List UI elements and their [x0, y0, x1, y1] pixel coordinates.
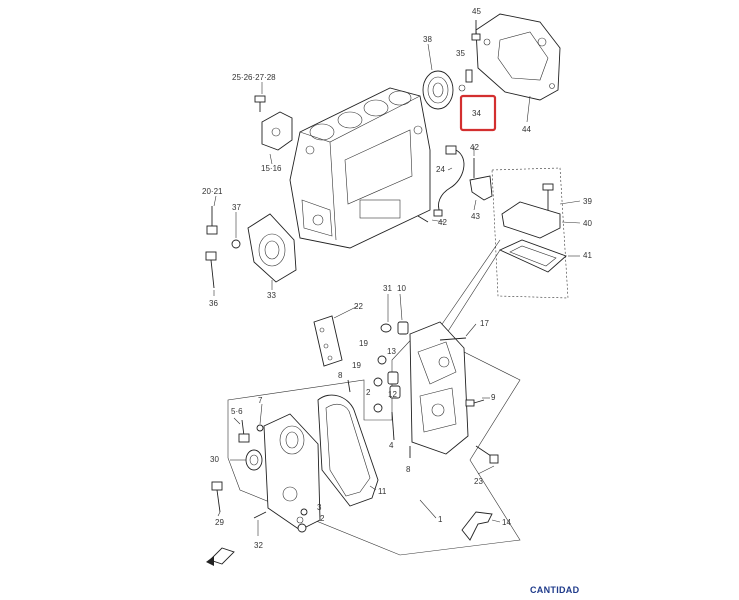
label-39: 39 [583, 197, 592, 206]
oring-2a [373, 403, 383, 413]
label-42a: 42 [470, 143, 479, 152]
label-44: 44 [522, 125, 531, 134]
bolt-23 [475, 445, 499, 464]
stud-17 [439, 337, 467, 341]
cantidad-link[interactable]: CANTIDAD [530, 585, 580, 595]
label-8b: 8 [406, 465, 411, 474]
label-9: 9 [491, 393, 496, 402]
label-2b: 2 [320, 514, 325, 523]
bracket-14 [461, 511, 493, 541]
gasket-41 [498, 239, 567, 273]
label-31: 31 [383, 284, 392, 293]
washer-3 [300, 508, 308, 516]
label-3: 3 [317, 503, 322, 512]
seal-plate-33 [247, 213, 297, 283]
rear-cover-plate [475, 13, 561, 101]
label-17: 17 [480, 319, 489, 328]
label-40: 40 [583, 219, 592, 228]
gasket-11 [317, 394, 379, 507]
label-41: 41 [583, 251, 592, 260]
pin-4 [391, 411, 395, 441]
engine-bracket [254, 95, 293, 151]
sensor-harness [417, 145, 493, 223]
stud-32 [253, 511, 267, 519]
label-34: 34 [472, 109, 481, 118]
bracket-40 [501, 183, 561, 239]
bolt-20-21 [206, 206, 218, 235]
label-37: 37 [232, 203, 241, 212]
label-29: 29 [215, 518, 224, 527]
gasket-22 [313, 315, 343, 367]
label-42b: 42 [438, 218, 447, 227]
pin-8a [347, 379, 351, 393]
label-11: 11 [378, 487, 387, 496]
bolt-9 [465, 399, 485, 407]
bushing-31 [380, 323, 392, 333]
label-19a: 19 [359, 339, 368, 348]
label-4: 4 [389, 441, 394, 450]
bolt-35 [458, 69, 473, 92]
seal-30 [245, 449, 263, 471]
label-8a: 8 [338, 371, 343, 380]
label-24: 24 [436, 165, 445, 174]
oil-seal-38 [422, 70, 454, 110]
label-32: 32 [254, 541, 263, 550]
label-10: 10 [397, 284, 406, 293]
label-20-21: 20·21 [202, 187, 223, 196]
label-1: 1 [438, 515, 443, 524]
bolt-36 [205, 251, 217, 289]
bushing-12 [389, 385, 401, 399]
label-22: 22 [354, 302, 363, 311]
label-23: 23 [474, 477, 483, 486]
label-33: 33 [267, 291, 276, 300]
washer-37 [231, 239, 241, 249]
washer-7 [256, 424, 264, 432]
label-2a: 2 [366, 388, 371, 397]
label-25-28: 25·26·27·28 [232, 73, 276, 82]
bolt-29 [211, 481, 223, 513]
bolt-45 [471, 20, 481, 41]
label-45: 45 [472, 7, 481, 16]
label-15-16: 15·16 [261, 164, 282, 173]
label-12: 12 [388, 390, 397, 399]
label-5-6: 5·6 [231, 407, 243, 416]
label-7: 7 [258, 396, 263, 405]
label-43: 43 [471, 212, 480, 221]
label-35: 35 [456, 49, 465, 58]
bushing-10 [397, 321, 409, 335]
front-cover [263, 413, 321, 531]
oring-19a [377, 355, 387, 365]
callout-labels: 45 38 35 34 44 25·26·27·28 15·16 42 24 4… [202, 7, 592, 550]
label-19b: 19 [352, 361, 361, 370]
leader-lines [213, 146, 501, 536]
label-30: 30 [210, 455, 219, 464]
bolt-5-6 [238, 419, 250, 443]
cylinder-block [289, 87, 431, 249]
highlight-box-34[interactable] [459, 94, 497, 132]
gear-case-housing [409, 321, 469, 455]
nut-2b [297, 523, 307, 533]
label-14: 14 [502, 518, 511, 527]
label-36: 36 [209, 299, 218, 308]
oring-19b [373, 377, 383, 387]
front-arrow-icon [206, 547, 235, 566]
label-38: 38 [423, 35, 432, 44]
bushing-13 [387, 371, 399, 385]
label-13: 13 [387, 347, 396, 356]
